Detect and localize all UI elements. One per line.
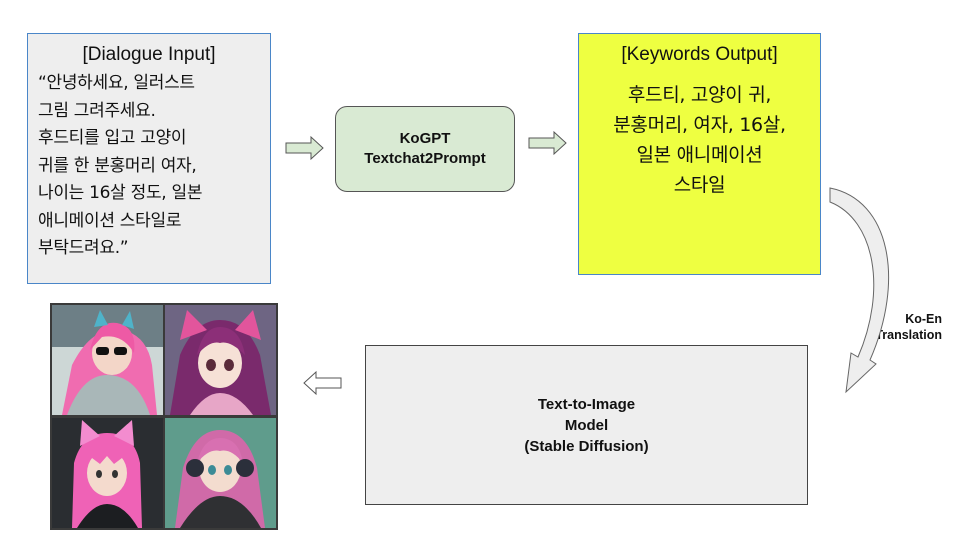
generated-image (165, 418, 276, 528)
text-to-image-model-box: Text-to-Image Model (Stable Diffusion) (365, 345, 808, 505)
dialogue-line: 나이는 16살 정도, 일본 (38, 183, 203, 203)
keywords-line: 분홍머리, 여자, 16살, (613, 114, 786, 136)
translation-label: Ko-En Translation (858, 311, 942, 343)
dialogue-input-title: [Dialogue Input] (82, 44, 216, 65)
kogpt-label: KoGPT (399, 130, 451, 147)
translation-label-line2: Translation (875, 328, 942, 342)
keywords-line: 일본 애니메이션 (636, 144, 763, 166)
arrow-left-icon (303, 370, 342, 396)
kogpt-sublabel: Textchat2Prompt (364, 150, 486, 167)
dialogue-line: “안녕하세요, 일러스트 (38, 73, 195, 93)
arrow-right-icon (528, 130, 567, 156)
keywords-line: 후드티, 고양이 귀, (627, 84, 772, 106)
dialogue-line: 그림 그려주세요. (38, 100, 156, 121)
curved-arrow-icon (829, 187, 890, 394)
generated-image (52, 418, 163, 528)
dialogue-line: 후드티를 입고 고양이 (38, 128, 187, 148)
generated-image (52, 305, 163, 415)
keywords-output-title: [Keywords Output] (621, 44, 778, 65)
t2i-label-line1: Text-to-Image (537, 395, 636, 413)
dialogue-input-box: [Dialogue Input] “안녕하세요, 일러스트 그림 그려주세요. … (27, 33, 271, 284)
dialogue-line: 애니메이션 스타일로 (38, 210, 182, 231)
t2i-label-line2: Model (564, 416, 609, 434)
dialogue-line: 귀를 한 분홍머리 여자, (38, 155, 197, 176)
generated-images-grid (50, 303, 278, 530)
keywords-output-box: [Keywords Output] 후드티, 고양이 귀, 분홍머리, 여자, … (578, 33, 821, 275)
kogpt-node: KoGPT Textchat2Prompt (335, 106, 515, 192)
dialogue-line: 부탁드려요.” (38, 238, 129, 258)
keywords-line: 스타일 (673, 174, 726, 196)
translation-label-line1: Ko-En (905, 312, 942, 326)
generated-image (165, 305, 276, 415)
t2i-label-line3: (Stable Diffusion) (524, 437, 649, 455)
arrow-right-icon (285, 135, 324, 161)
